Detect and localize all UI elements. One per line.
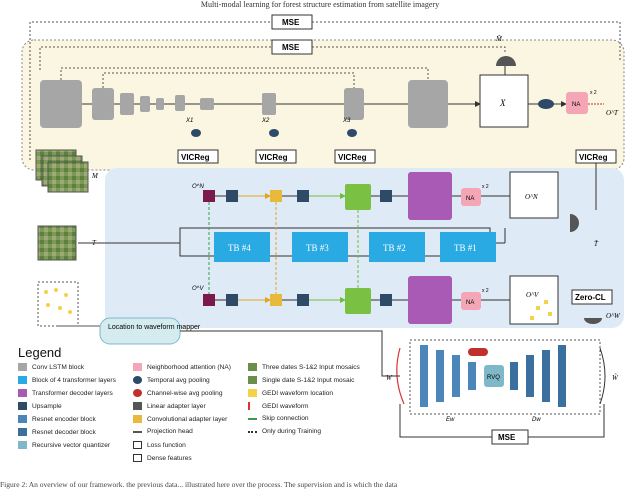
svg-text:NA: NA: [572, 102, 580, 108]
svg-text:M̂: M̂: [495, 35, 503, 43]
waveform-autoencoder: RVQ Ew Dw: [409, 339, 601, 423]
svg-text:Ew: Ew: [446, 417, 455, 423]
legend-title: Legend: [18, 345, 62, 360]
gedi-locations-box: [37, 281, 79, 327]
na-top: [566, 92, 588, 114]
svg-text:O^V: O^V: [526, 291, 539, 299]
svg-text:O^N: O^N: [192, 184, 204, 190]
svg-text:X: X: [499, 98, 506, 108]
svg-text:TB #4: TB #4: [228, 243, 251, 253]
zero-cl-box: [571, 289, 613, 305]
svg-text:Location to waveform mapper: Location to waveform mapper: [108, 324, 201, 331]
svg-text:VICReg: VICReg: [579, 153, 608, 162]
location-mapper: [99, 317, 181, 345]
svg-text:X3: X3: [342, 118, 351, 124]
legend-item: Convolutional adapter layer: [133, 415, 227, 423]
page-header: Multi-modal learning for forest structur…: [200, 0, 440, 9]
legend-item: Single date S-1&2 Input mosaic: [248, 376, 354, 384]
tb-1: [440, 232, 496, 262]
transformer-region: [105, 168, 624, 328]
legend-item: Loss function: [133, 441, 186, 449]
legend: Legend Conv LSTM block Block of 4 transf…: [18, 345, 378, 477]
svg-text:Zero-CL: Zero-CL: [575, 293, 606, 302]
branch-v: NA x 2 O^V O^V: [192, 275, 559, 325]
legend-item: Linear adapter layer: [133, 402, 206, 410]
legend-item: Dense features: [133, 454, 192, 462]
tb-4: [214, 232, 270, 262]
conv-lstm-blocks: [40, 67, 481, 128]
svg-text:X2: X2: [261, 118, 270, 124]
legend-item: Resnet encoder block: [18, 415, 96, 423]
input-mosaic-stack: [35, 149, 89, 193]
svg-text:TB #3: TB #3: [306, 243, 329, 253]
svg-text:X1: X1: [185, 118, 193, 124]
svg-text:TB #2: TB #2: [383, 243, 406, 253]
svg-text:Ŵ: Ŵ: [612, 374, 619, 382]
svg-text:x 2: x 2: [590, 90, 597, 96]
legend-item: Resnet decoder block: [18, 428, 96, 436]
svg-text:M: M: [91, 172, 99, 180]
svg-text:W: W: [386, 374, 393, 382]
svg-text:MSE: MSE: [498, 433, 516, 442]
legend-item: Block of 4 transformer layers: [18, 376, 116, 384]
figure-caption: Figure 2: An overview of our framework. …: [0, 480, 398, 489]
svg-text:O^N: O^N: [525, 193, 538, 201]
svg-text:O^W: O^W: [606, 312, 621, 320]
svg-text:NA: NA: [466, 300, 474, 306]
legend-item: Conv LSTM block: [18, 363, 84, 371]
svg-text:T̂: T̂: [594, 240, 599, 248]
svg-text:MSE: MSE: [282, 43, 300, 52]
legend-item: Projection head: [133, 428, 193, 435]
legend-item: Upsample: [18, 402, 62, 410]
legend-item: Three dates S-1&2 Input mosaics: [248, 363, 360, 371]
legend-item: Neighborhood attention (NA): [133, 363, 231, 371]
svg-text:NA: NA: [466, 196, 474, 202]
legend-item: Recursive vector quantizer: [18, 441, 110, 449]
legend-item: Skip connection: [248, 415, 309, 422]
svg-text:MSE: MSE: [282, 18, 300, 27]
x-feature-box: [479, 74, 529, 128]
single-date-mosaic: [37, 225, 77, 261]
tb-3: [292, 232, 348, 262]
legend-item: Only during Training: [248, 428, 321, 435]
svg-text:TB #1: TB #1: [454, 243, 477, 253]
legend-item: Temporal avg pooling: [133, 376, 210, 384]
legend-item: GEDI waveform location: [248, 389, 333, 397]
vicreg-row: X1 X2 X3 VICReg VICReg VICReg VICReg: [177, 118, 617, 164]
tb-2: [369, 232, 425, 262]
svg-text:RVQ: RVQ: [487, 375, 500, 381]
svg-text:O^T: O^T: [606, 109, 619, 117]
legend-item: Transformer decoder layers: [18, 389, 113, 397]
svg-text:x 2: x 2: [482, 288, 489, 294]
svg-text:VICReg: VICReg: [259, 153, 288, 162]
branch-n: NA x 2 O^N O^N: [192, 171, 559, 220]
legend-item: Channel-wise avg pooling: [133, 389, 223, 397]
svg-text:VICReg: VICReg: [338, 153, 367, 162]
legend-item: GEDI waveform: [248, 402, 309, 410]
svg-text:O^V: O^V: [192, 286, 204, 292]
svg-text:Dw: Dw: [532, 417, 541, 423]
svg-text:VICReg: VICReg: [181, 153, 210, 162]
svg-text:x 2: x 2: [482, 184, 489, 190]
